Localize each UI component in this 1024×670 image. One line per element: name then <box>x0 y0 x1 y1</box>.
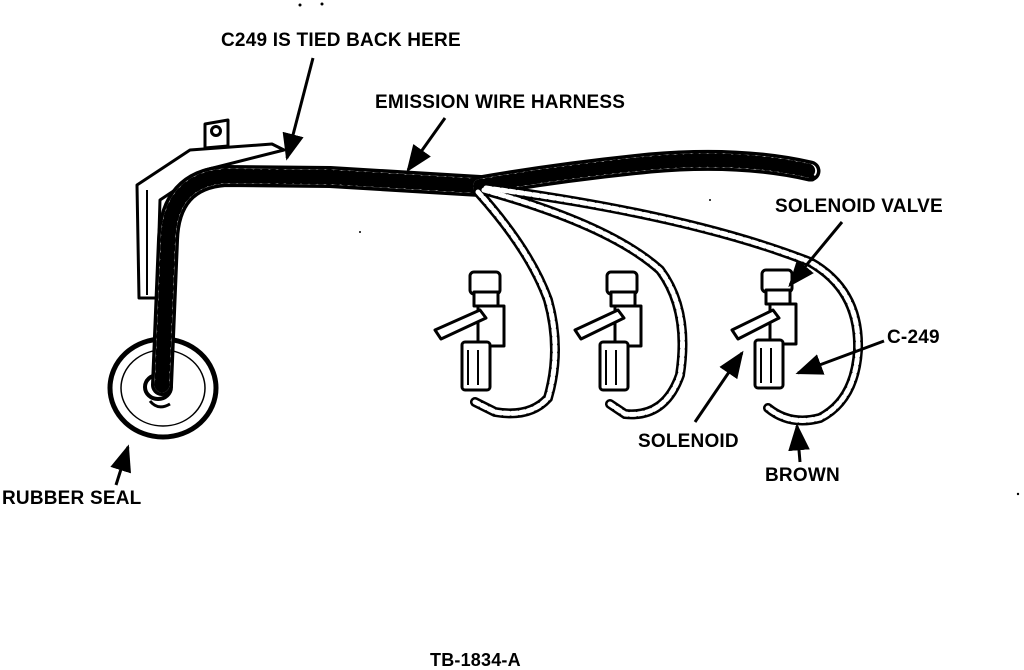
label-c249-tied-back: C249 IS TIED BACK HERE <box>221 30 461 51</box>
upper-harness-branch <box>469 149 821 197</box>
callout-arrows <box>110 57 885 486</box>
solenoid-valve-3 <box>730 268 798 390</box>
solenoid-valve-2 <box>573 270 643 392</box>
label-rubber-seal: RUBBER SEAL <box>2 488 142 509</box>
rubber-seal-grommet <box>107 336 219 440</box>
main-harness <box>151 165 491 396</box>
label-solenoid: SOLENOID <box>638 431 739 452</box>
solenoid-valve-1 <box>433 270 506 392</box>
figure-caption: TB-1834-A <box>430 650 521 670</box>
label-emission-wire-harness: EMISSION WIRE HARNESS <box>375 92 626 113</box>
solenoid-branch-wires <box>470 183 864 426</box>
label-brown: BROWN <box>765 465 840 486</box>
label-solenoid-valve: SOLENOID VALVE <box>775 196 943 217</box>
scan-specks <box>298 2 1020 496</box>
label-c-249: C-249 <box>887 327 940 348</box>
